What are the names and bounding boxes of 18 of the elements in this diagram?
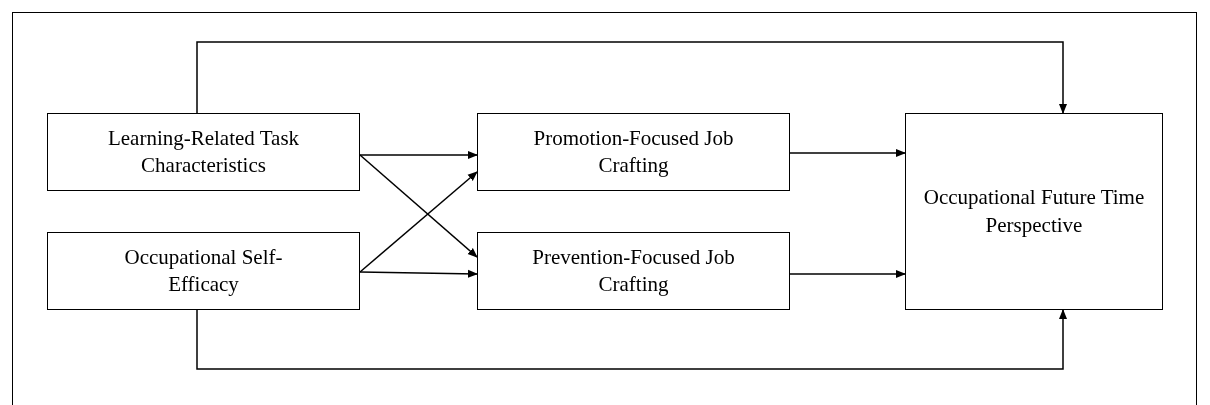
arrow — [359, 154, 478, 258]
arrow — [196, 41, 1067, 114]
arrow — [359, 171, 478, 273]
variable-label: Promotion-Focused Job Crafting — [532, 124, 735, 179]
arrow — [789, 270, 906, 278]
variable-box — [477, 113, 790, 191]
variable-label: Prevention-Focused Job Crafting — [531, 243, 736, 298]
variable-label: Learning-Related Task Characteristics — [106, 124, 301, 179]
variable-box — [477, 232, 790, 310]
arrow — [789, 149, 906, 157]
variable-box — [47, 113, 360, 191]
arrow — [196, 309, 1067, 370]
variable-label: Occupational Future Time Perspective — [922, 184, 1146, 239]
arrow — [359, 151, 478, 159]
variable-box — [905, 113, 1163, 310]
variable-label: Occupational Self-Efficacy — [123, 243, 284, 298]
variable-box — [47, 232, 360, 310]
arrow — [359, 269, 478, 278]
